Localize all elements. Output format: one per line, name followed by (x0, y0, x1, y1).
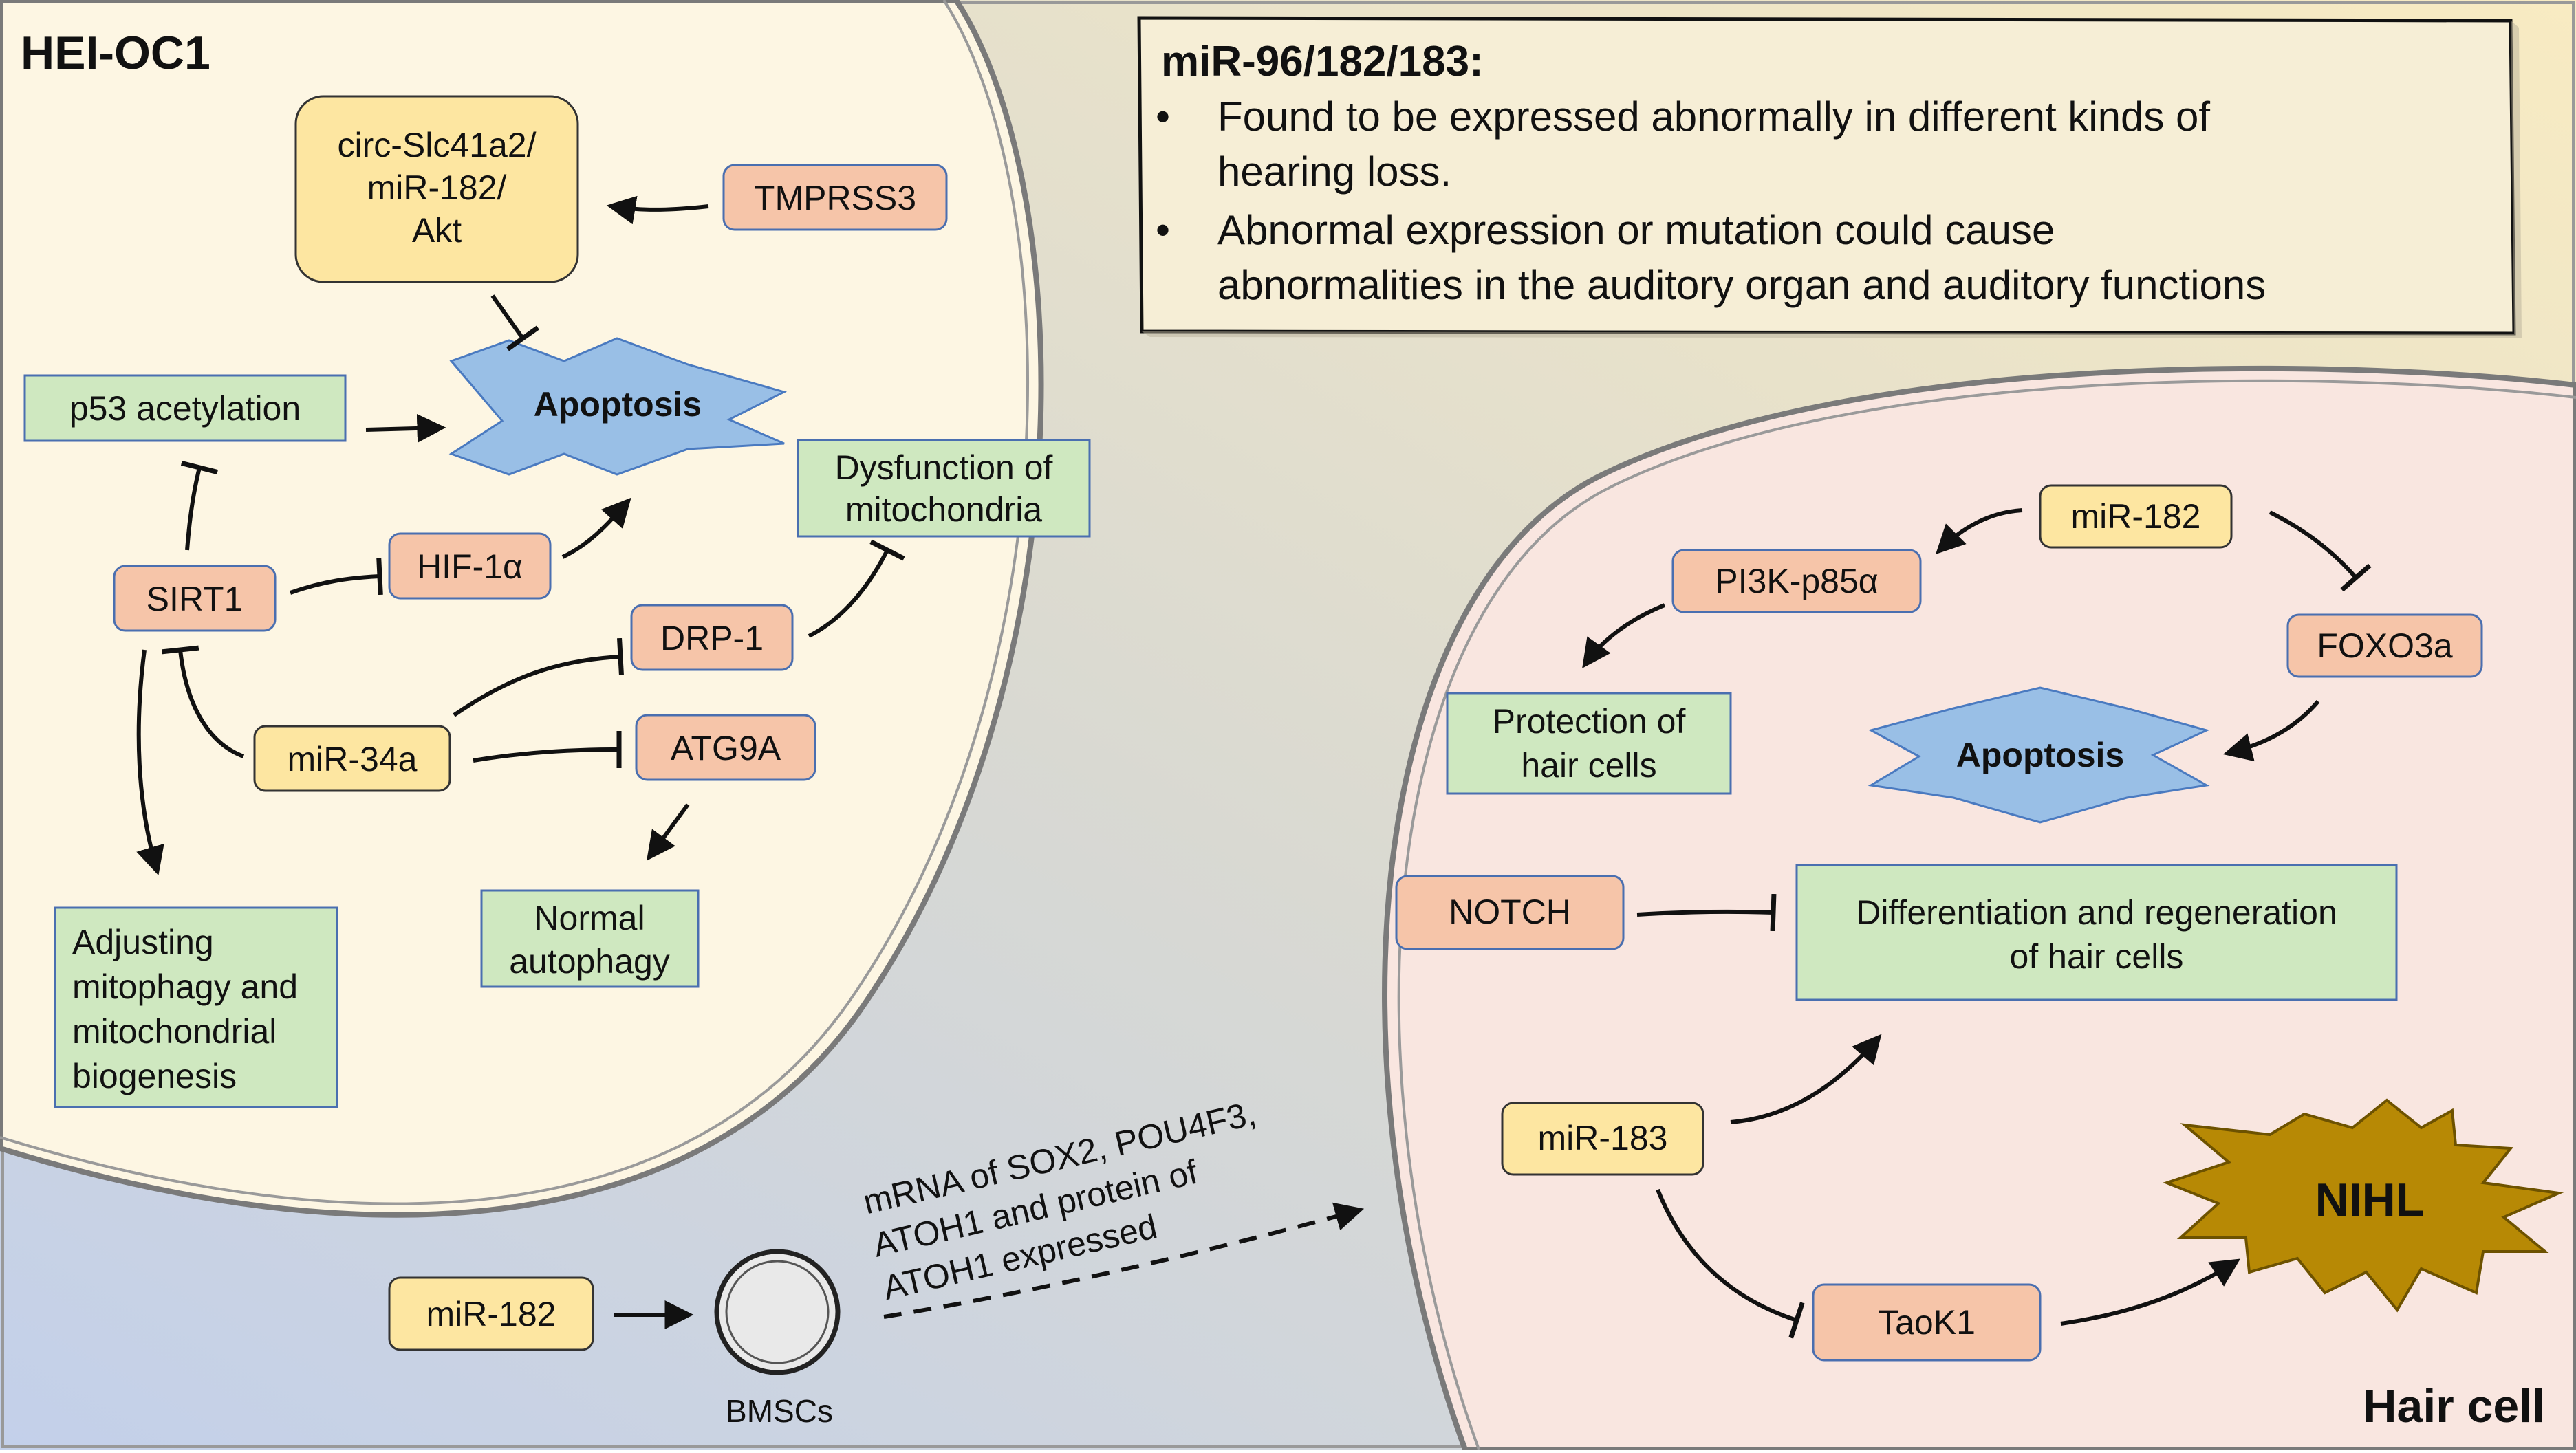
protection-line-2: hair cells (1521, 746, 1656, 785)
apoptosis-right-label: Apoptosis (1956, 736, 2124, 774)
dysfunction-line-2: mitochondria (845, 490, 1042, 529)
arrow-taok1-to-nihl (2060, 1258, 2241, 1326)
apoptosis-right-node (1868, 686, 2210, 824)
dysfunction-line-1: Dysfunction of (835, 448, 1053, 487)
differentiation-line-2: of hair cells (2010, 937, 2184, 976)
mir-34a-node (253, 725, 451, 792)
circ-slc41a2-line-2: miR-182/ (367, 168, 507, 207)
dashed-arrow-bmscs-to-hair-cell (883, 1202, 1365, 1319)
arrow-hif-to-apoptosis (561, 497, 631, 559)
arrow-p53-to-apoptosis (365, 413, 446, 443)
nihl-label: NIHL (2315, 1174, 2425, 1226)
protection-line-1: Protection of (1493, 702, 1686, 741)
hif-1a-label: HIF-1α (417, 547, 523, 586)
atg9a-label: ATG9A (671, 729, 781, 767)
normal-autophagy-node (480, 889, 700, 988)
arrow-pi3k-to-protection (1582, 603, 1666, 668)
arrow-mir183-to-differentiation (1730, 1034, 1882, 1124)
mir-182-bottom-label: miR-182 (426, 1295, 556, 1333)
drp-1-node (630, 604, 794, 671)
adjusting-line-1: Adjusting (72, 923, 214, 961)
mir-34a-label: miR-34a (288, 740, 418, 778)
inhibit-mir34a-to-drp1 (453, 637, 624, 717)
bullet-1-dot: • (1156, 94, 1170, 140)
mir-183-node (1501, 1102, 1704, 1176)
inhibit-mir34a-to-atg9a (473, 730, 622, 769)
inhibit-circ-to-apoptosis (490, 294, 540, 351)
bmscs-cell-inner (725, 1260, 830, 1364)
adjusting-line-2: mitophagy and (72, 968, 298, 1006)
pi3k-node (1671, 549, 1922, 613)
hair-cell-inner-line (1397, 379, 2576, 1450)
bmscs-label: BMSCs (726, 1393, 833, 1429)
circ-slc41a2-node (294, 95, 579, 283)
mir-182-bottom-node (388, 1276, 594, 1351)
foxo3a-node (2286, 613, 2483, 678)
apoptosis-left-label: Apoptosis (534, 385, 702, 424)
p53-acetylation-node (23, 374, 347, 442)
mir-182-right-node (2039, 484, 2233, 549)
inhibit-drp1-to-dysfunction (808, 539, 905, 638)
bullet-2-dot: • (1156, 207, 1170, 253)
differentiation-line-1: Differentiation and regeneration (1856, 893, 2337, 932)
bmscs-cell (714, 1249, 841, 1375)
hair-cell-label: Hair cell (2363, 1380, 2545, 1432)
inhibit-sirt1-to-hif (289, 557, 383, 596)
bullet-2-line-1: Abnormal expression or mutation could ca… (1217, 207, 2055, 253)
p53-acetylation-label: p53 acetylation (69, 389, 301, 428)
protection-hair-cells-node (1446, 692, 1732, 795)
taok1-label: TaoK1 (1878, 1303, 1976, 1342)
drp-1-label: DRP-1 (660, 619, 764, 657)
adjusting-mitophagy-node (54, 906, 338, 1108)
normal-autophagy-line-2: autophagy (509, 942, 670, 981)
sirt1-label: SIRT1 (147, 580, 243, 618)
atg9a-node (635, 714, 816, 781)
inhibit-mir34a-to-sirt1 (161, 645, 245, 758)
normal-autophagy-line-1: Normal (534, 899, 645, 937)
bullet-1-line-1: Found to be expressed abnormally in diff… (1217, 94, 2210, 140)
circ-slc41a2-line-1: circ-Slc41a2/ (338, 126, 537, 164)
info-box-title: miR-96/182/183: (1161, 38, 1484, 85)
hei-oc1-label: HEI-OC1 (21, 27, 210, 79)
bullet-2-line-2: abnormalities in the auditory organ and … (1217, 262, 2266, 308)
arrow-atg9a-to-autophagy (647, 803, 690, 861)
hif-1a-node (388, 532, 552, 600)
arrow-tmprss3-to-circ (606, 195, 709, 225)
adjusting-line-3: mitochondrial (72, 1012, 277, 1051)
nihl-burst (2163, 1098, 2564, 1313)
dysfunction-mitochondria-node (797, 439, 1091, 538)
mir-182-right-label: miR-182 (2071, 497, 2201, 536)
inhibit-mir183-to-taok1 (1656, 1188, 1805, 1339)
arrow-foxo3a-to-apoptosis (2222, 700, 2320, 762)
inhibit-sirt1-to-p53 (180, 461, 219, 551)
tmprss3-label: TMPRSS3 (754, 179, 916, 217)
apoptosis-left-node (448, 337, 788, 476)
tmprss3-node (722, 164, 948, 231)
differentiation-node (1795, 864, 2398, 1001)
notch-label: NOTCH (1449, 893, 1571, 931)
sirt1-node (113, 565, 277, 632)
adjusting-line-4: biogenesis (72, 1057, 237, 1095)
taok1-node (1812, 1283, 2042, 1362)
mir-183-label: miR-183 (1538, 1119, 1668, 1157)
circ-slc41a2-line-3: Akt (412, 211, 462, 250)
bullet-1-line-2: hearing loss. (1217, 149, 1451, 195)
arrow-mir182-to-pi3k (1936, 508, 2023, 554)
pi3k-label: PI3K-p85α (1715, 562, 1878, 600)
inhibit-mir182-to-foxo3a (2269, 510, 2372, 592)
hei-oc1-cell-inner-line (0, 0, 1030, 1205)
foxo3a-label: FOXO3a (2317, 626, 2452, 665)
arrow-sirt1-to-adjusting (136, 649, 164, 876)
inhibit-notch-to-differentiation (1636, 893, 1777, 932)
notch-node (1395, 875, 1625, 950)
